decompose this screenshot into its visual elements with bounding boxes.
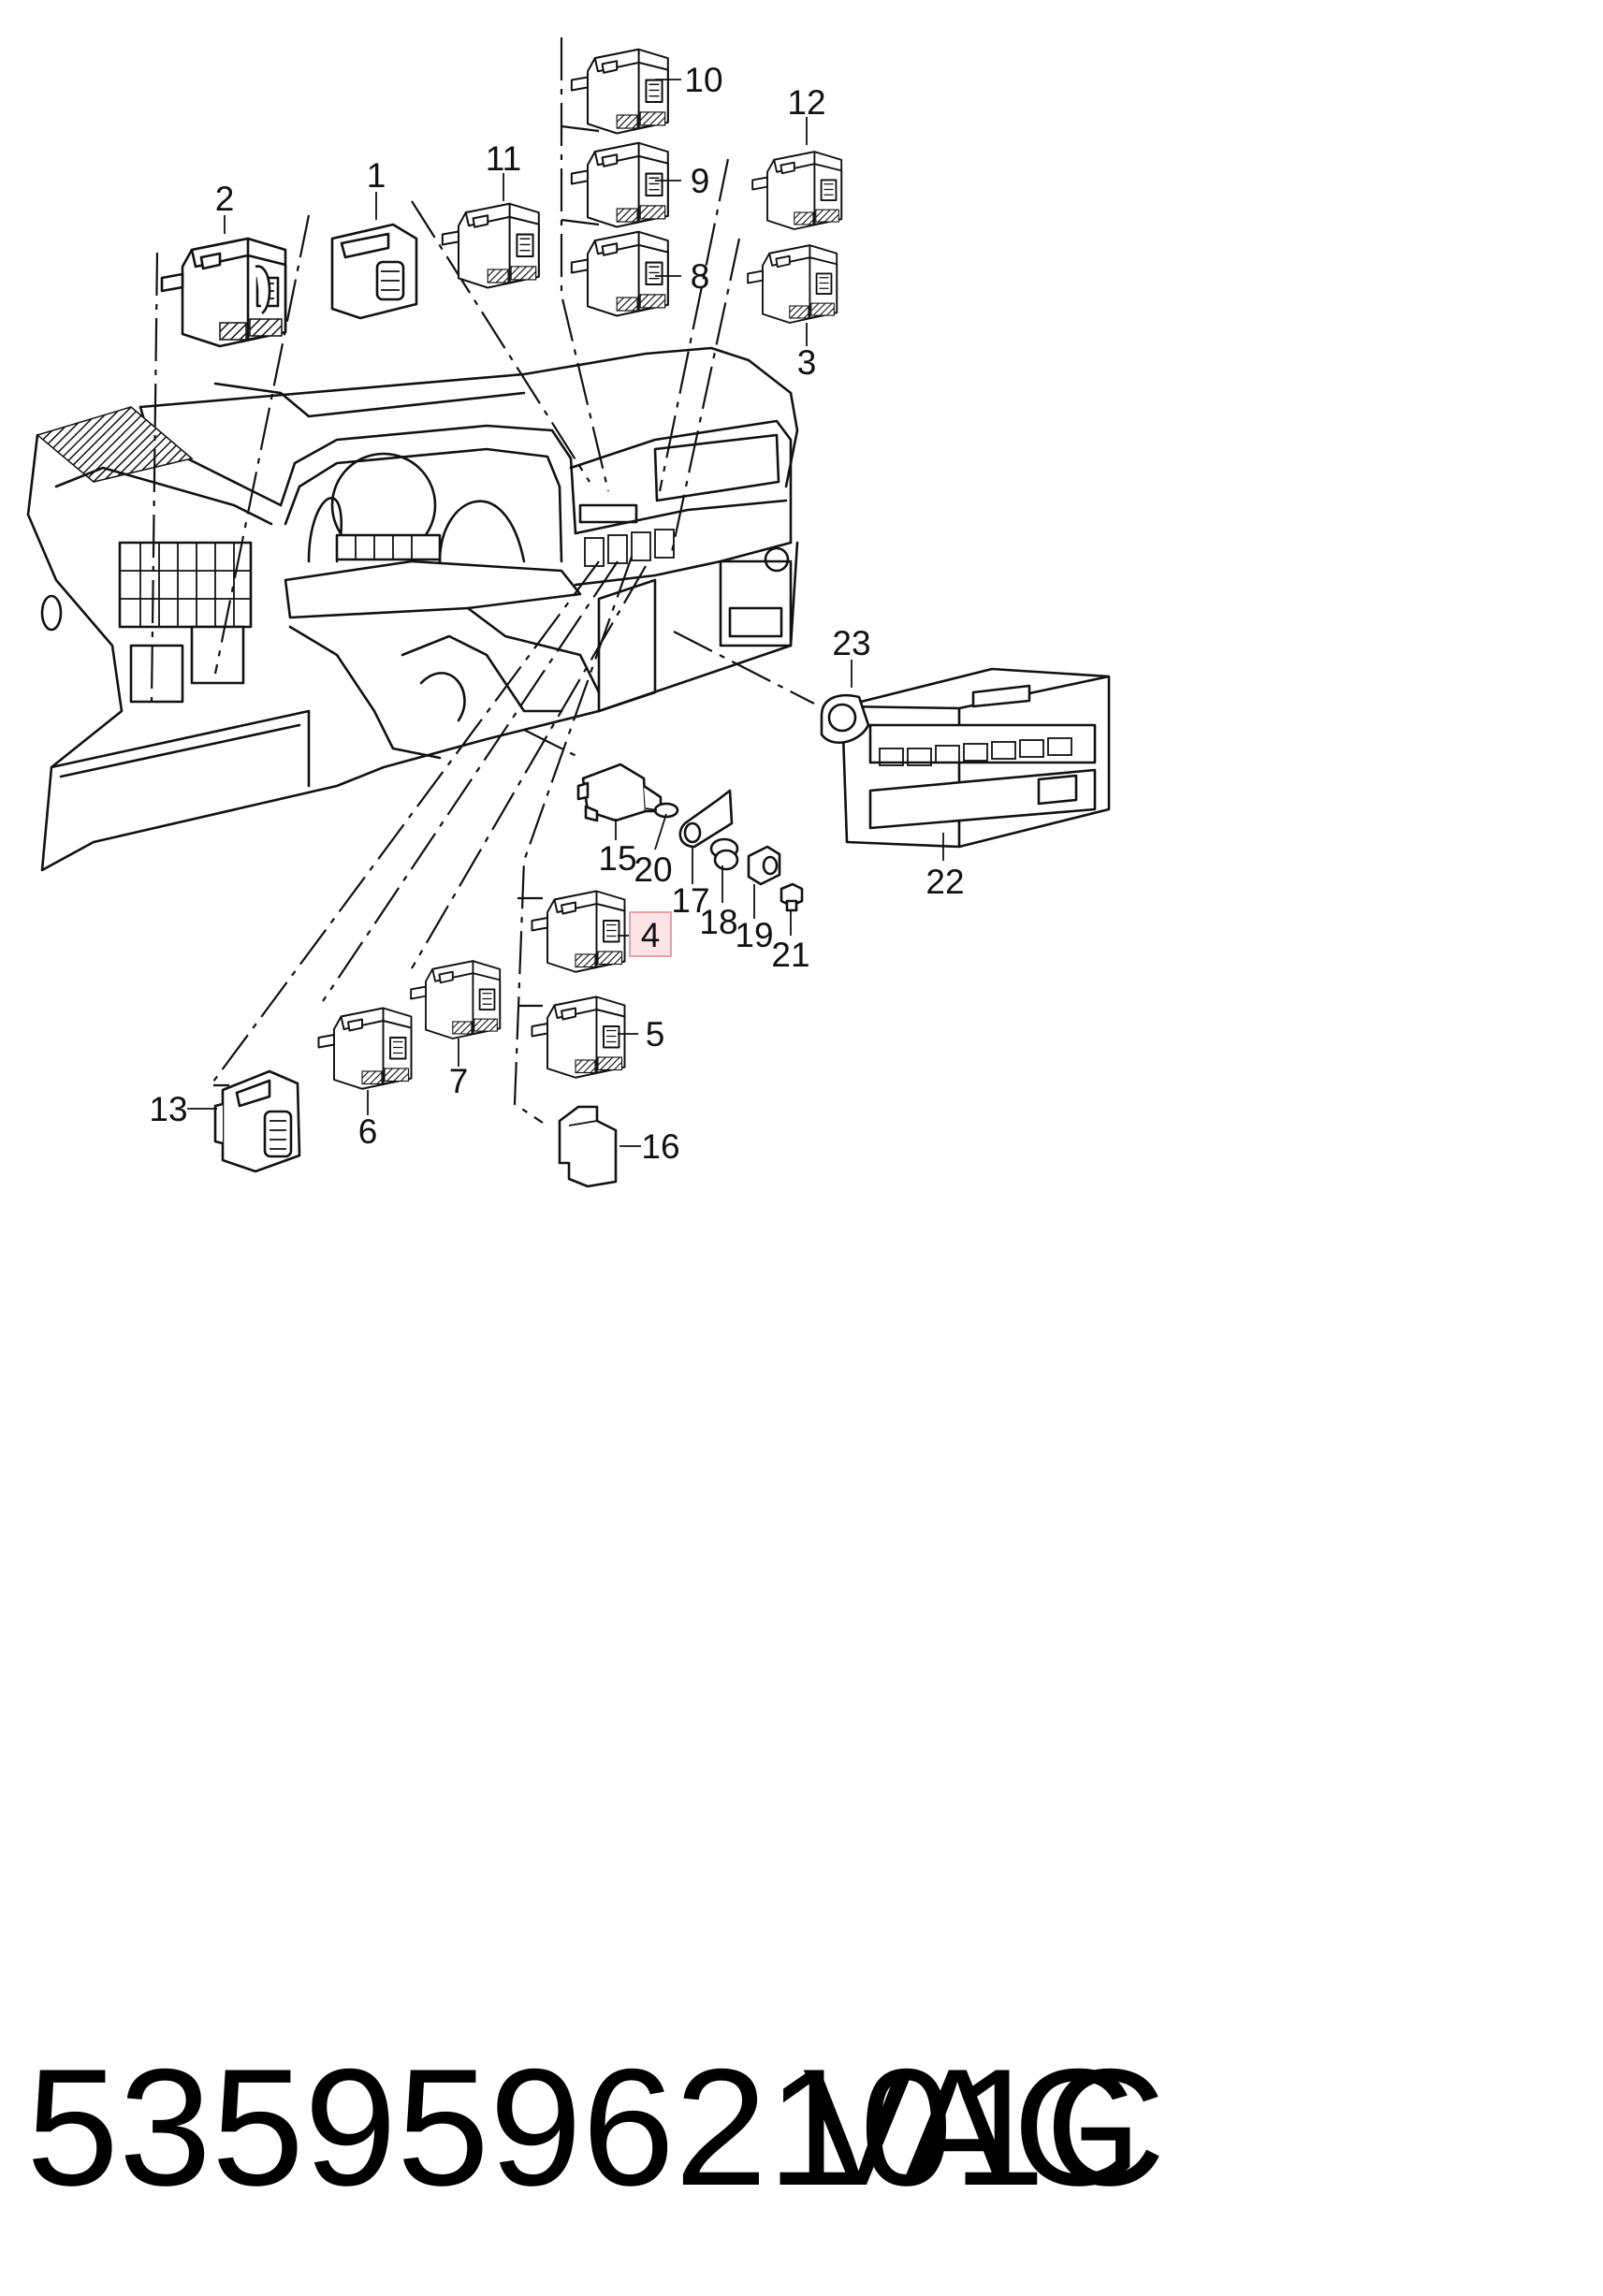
callout-label-16: 16 xyxy=(641,1127,679,1166)
callout-label-15: 15 xyxy=(598,839,636,878)
callout-label-13: 13 xyxy=(149,1090,187,1128)
part-21-screw xyxy=(780,882,804,912)
part-6-switch xyxy=(317,1007,413,1090)
callout-label-2: 2 xyxy=(215,180,235,218)
callout-label-23: 23 xyxy=(832,624,870,662)
dashboard-assembly xyxy=(26,346,799,872)
brand-text: VAG xyxy=(803,2034,1143,2220)
callout-label-7: 7 xyxy=(449,1062,469,1100)
callout-label-10: 10 xyxy=(684,61,722,99)
highlight-box-part-4 xyxy=(629,911,672,957)
callout-label-3: 3 xyxy=(797,343,817,382)
callout-label-11: 11 xyxy=(486,139,521,178)
part-8-switch xyxy=(570,230,669,317)
part-2-switch xyxy=(160,237,287,348)
callout-label-9: 9 xyxy=(691,162,710,200)
callout-label-8: 8 xyxy=(691,257,710,296)
part-17-mounting-plate xyxy=(678,789,734,849)
callout-label-21: 21 xyxy=(771,936,809,974)
part-20-bulb xyxy=(645,802,679,819)
part-1-dimmer-switch xyxy=(330,223,418,320)
part-15-bulb-holder xyxy=(576,763,663,822)
part-19-nut xyxy=(747,845,781,886)
callout-label-19: 19 xyxy=(735,916,773,954)
callout-label-20: 20 xyxy=(634,850,672,889)
callout-label-12: 12 xyxy=(787,83,825,122)
part-18-grommet xyxy=(709,837,739,871)
callout-leader-lines xyxy=(187,79,944,1147)
part-4-switch xyxy=(531,890,626,973)
part-12-switch xyxy=(751,151,843,230)
callout-label-1: 1 xyxy=(367,156,386,195)
part-number-text: 53595962101C xyxy=(26,2034,1166,2220)
part-11-switch xyxy=(441,202,540,289)
part-3-switch xyxy=(747,244,838,324)
part-7-switch xyxy=(410,960,502,1039)
callout-label-4: 4 xyxy=(641,916,661,954)
part-22-heater-control-panel xyxy=(840,667,1111,849)
callout-label-17: 17 xyxy=(671,881,709,920)
part-9-switch xyxy=(570,141,669,228)
callout-label-6: 6 xyxy=(358,1112,378,1151)
reference-lines xyxy=(150,37,815,1124)
callout-label-18: 18 xyxy=(699,903,737,941)
part-16-blank-cover xyxy=(558,1105,618,1188)
part-10-switch xyxy=(570,48,669,135)
callout-label-22: 22 xyxy=(925,863,964,901)
part-23-knob xyxy=(820,693,870,744)
part-13-dimmer-switch xyxy=(213,1069,301,1173)
callout-label-5: 5 xyxy=(646,1015,665,1054)
part-5-switch xyxy=(531,995,626,1079)
